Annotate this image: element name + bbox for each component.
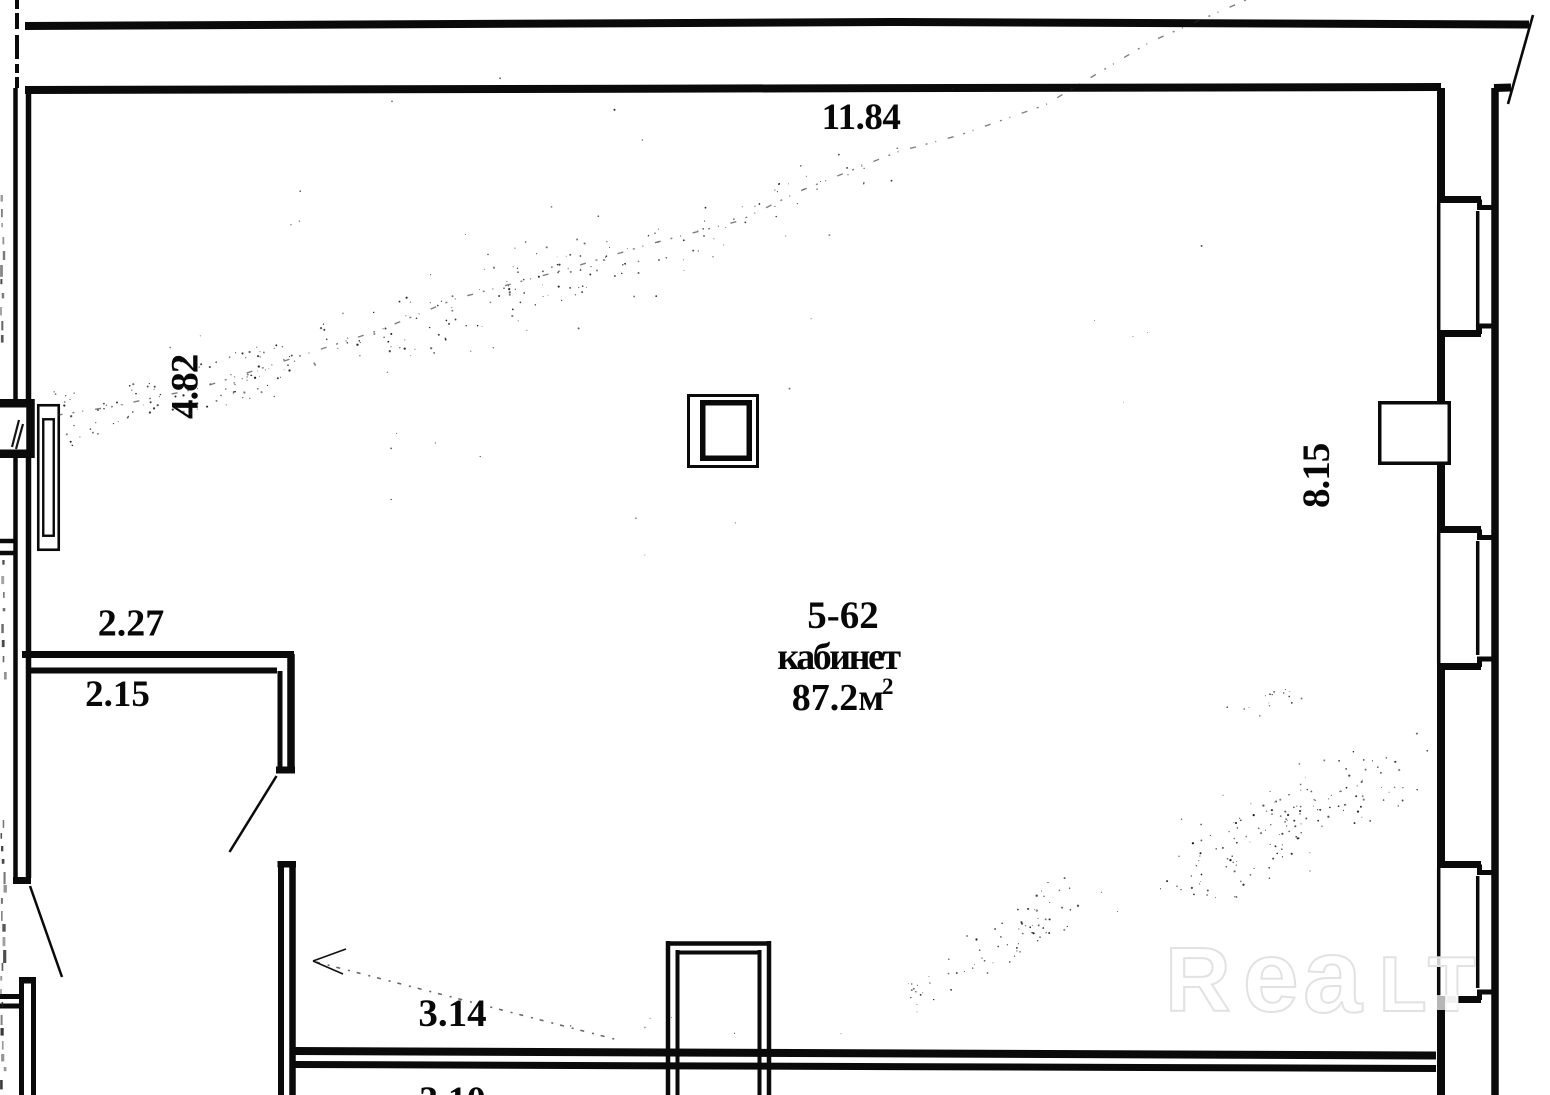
svg-text:кабинет: кабинет	[777, 636, 901, 678]
svg-text:a: a	[1303, 917, 1363, 1035]
svg-text:5-62: 5-62	[807, 594, 879, 637]
svg-text:e: e	[1243, 921, 1299, 1033]
svg-text:4.82: 4.82	[164, 355, 207, 419]
svg-text:2.15: 2.15	[85, 674, 150, 715]
svg-text:3.14: 3.14	[418, 992, 486, 1035]
svg-text:87.2м: 87.2м	[792, 677, 884, 719]
svg-text:2: 2	[882, 674, 894, 699]
svg-text:R: R	[1165, 930, 1231, 1031]
svg-text:T: T	[1428, 940, 1476, 1028]
svg-text:8.15: 8.15	[1295, 443, 1338, 508]
svg-text:2.27: 2.27	[98, 603, 165, 645]
svg-text:3.10: 3.10	[419, 1080, 486, 1095]
svg-text:11.84: 11.84	[822, 97, 901, 138]
svg-text:L: L	[1379, 940, 1427, 1028]
